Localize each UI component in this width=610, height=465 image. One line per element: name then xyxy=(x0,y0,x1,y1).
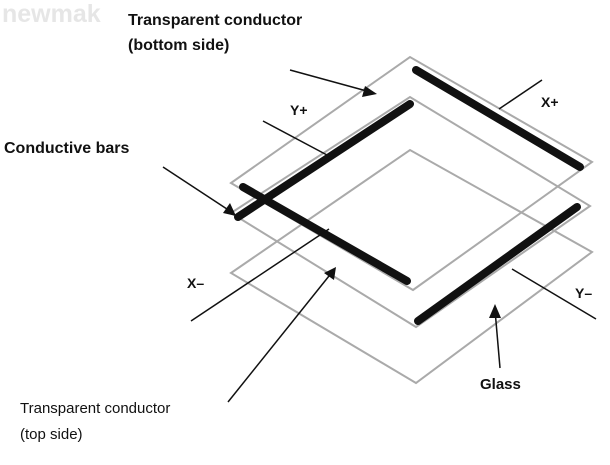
conductive-bar-x-minus xyxy=(239,183,411,285)
top-layer-outline xyxy=(229,55,594,292)
lead-glass xyxy=(494,309,501,369)
label-x-plus: X+ xyxy=(541,94,559,110)
lead-conductive-bars xyxy=(162,166,234,214)
label-bottom-side: (bottom side) xyxy=(128,37,230,54)
lead-transparent-top xyxy=(227,270,334,403)
lead-transparent-bottom xyxy=(289,69,375,94)
lead-x-plus xyxy=(498,79,543,110)
label-x-minus: X– xyxy=(187,275,205,291)
conductive-bar-y-plus xyxy=(234,100,414,221)
lead-x-minus xyxy=(190,228,330,322)
label-conductive-bars: Conductive bars xyxy=(4,140,130,157)
label-top-side: (top side) xyxy=(20,426,83,443)
label-glass: Glass xyxy=(480,376,521,393)
watermark: newmak xyxy=(2,0,101,28)
arrowhead-transparent-top xyxy=(324,267,336,280)
label-y-plus: Y+ xyxy=(290,102,308,118)
lead-y-minus xyxy=(511,268,597,320)
bottom-layer-outline xyxy=(229,148,594,385)
arrowhead-conductive-bars xyxy=(223,203,236,216)
lead-y-plus xyxy=(262,120,328,156)
conductive-bar-x-plus xyxy=(412,66,584,171)
label-transparent-conductor-top: Transparent conductor xyxy=(20,400,171,417)
conductive-bar-y-minus xyxy=(414,203,581,325)
arrowhead-glass xyxy=(489,304,501,318)
middle-layer-outline xyxy=(229,95,592,329)
arrowhead-transparent-bottom xyxy=(362,86,377,97)
label-y-minus: Y– xyxy=(575,285,593,301)
label-transparent-conductor-bottom: Transparent conductor xyxy=(128,12,303,29)
